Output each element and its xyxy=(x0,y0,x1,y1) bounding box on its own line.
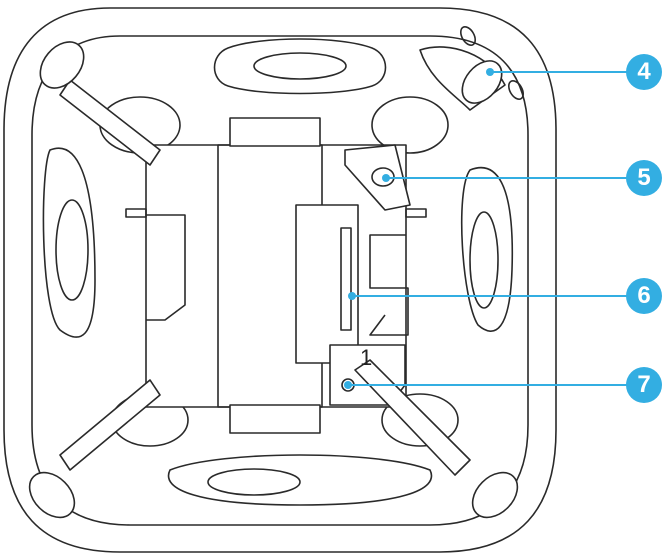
card-slot xyxy=(340,227,352,331)
card-slot-housing xyxy=(295,204,359,364)
corner-knob-bottom-right xyxy=(354,359,519,519)
inner-frame xyxy=(31,35,529,526)
corner-knob-top-left xyxy=(39,41,161,166)
mount-bracket xyxy=(344,144,411,211)
top-mount xyxy=(213,38,387,95)
callout-badge-4: 4 xyxy=(626,54,662,90)
corner-knob-top-right xyxy=(419,26,525,111)
corner-knob-bottom-left xyxy=(28,379,161,519)
part-number-label: 1 xyxy=(360,345,373,370)
callout-badge-6: 6 xyxy=(626,278,662,314)
right-mount xyxy=(460,166,514,332)
callout-badge-7: 7 xyxy=(626,367,662,403)
callout-badge-5: 5 xyxy=(626,160,662,196)
outer-frame xyxy=(3,7,557,553)
